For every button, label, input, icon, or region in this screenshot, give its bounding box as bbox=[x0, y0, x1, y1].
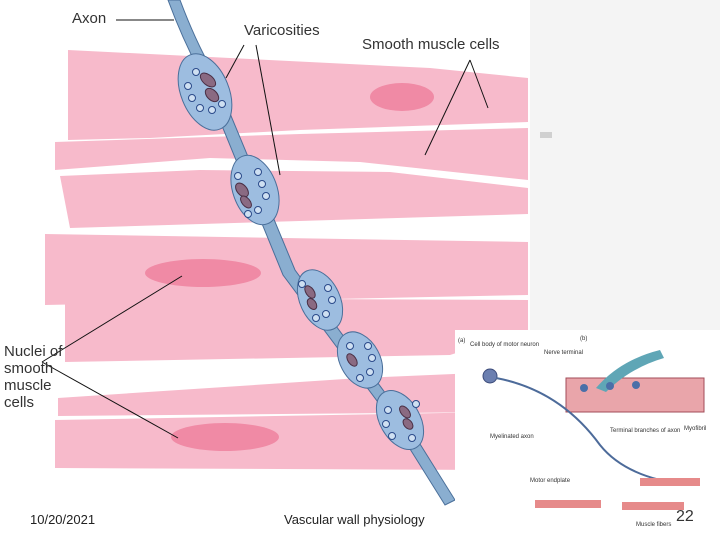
footer-title: Vascular wall physiology bbox=[284, 512, 425, 527]
nuclei bbox=[145, 83, 434, 451]
inset-label-myofibril: Myofibril bbox=[684, 426, 706, 432]
label-varicosities: Varicosities bbox=[244, 22, 320, 39]
footer-date: 10/20/2021 bbox=[30, 512, 96, 527]
nucleus-1 bbox=[370, 83, 434, 111]
inset-label-b: (b) bbox=[580, 336, 587, 342]
inset-label-terminal-branches: Terminal branches of axon bbox=[610, 428, 680, 434]
inset-label-nerve-terminal: Nerve terminal bbox=[544, 350, 583, 356]
label-nuclei: Nuclei of smooth muscle cells bbox=[4, 343, 63, 411]
inset-label-muscle-fibers: Muscle fibers bbox=[636, 522, 671, 528]
inset-label-motor-endplate: Motor endplate bbox=[530, 478, 571, 484]
nucleus-3 bbox=[171, 423, 279, 451]
nucleus-2 bbox=[145, 259, 261, 287]
inset-label-myelinated-axon: Myelinated axon bbox=[490, 434, 534, 440]
inset-label-a: (a) bbox=[458, 338, 465, 344]
axon bbox=[167, 0, 456, 506]
mitochondria bbox=[199, 72, 414, 430]
inset-label-cell-body: Cell body of motor neuron bbox=[470, 342, 539, 348]
page-number: 22 bbox=[676, 508, 694, 525]
inset-figure: (a) (b) Cell body of motor neuron Nerve … bbox=[455, 330, 720, 540]
label-smooth-muscle-cells: Smooth muscle cells bbox=[362, 36, 500, 53]
leader-lines bbox=[41, 19, 489, 439]
varicosity-3 bbox=[296, 269, 344, 331]
vesicles bbox=[184, 68, 420, 442]
varicosity-2 bbox=[230, 154, 280, 226]
background-pattern bbox=[530, 0, 720, 330]
label-axon: Axon bbox=[72, 10, 107, 27]
